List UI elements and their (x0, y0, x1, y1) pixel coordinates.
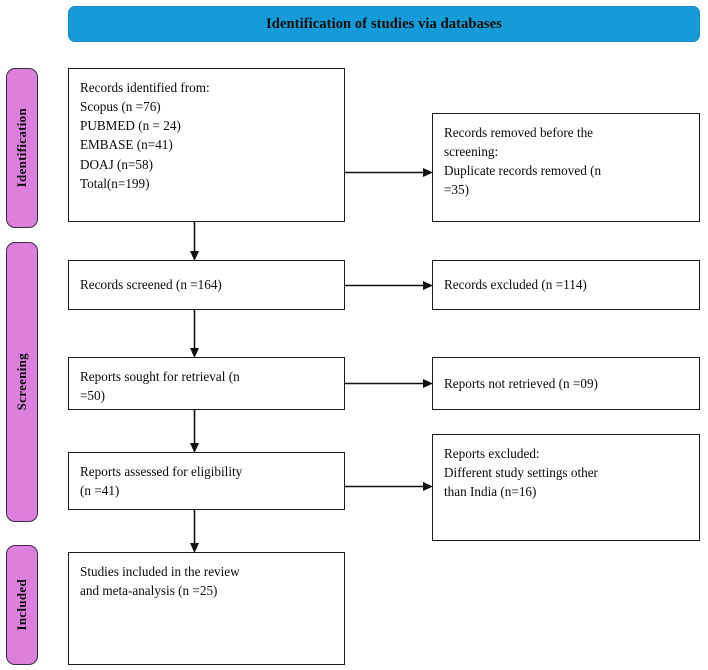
arrow-identified-to-screened-icon (190, 222, 199, 261)
stage-label-screening-text: Screening (14, 353, 29, 411)
arrow-screened-to-sought-icon (190, 310, 199, 358)
arrow-assessed-to-excluded-icon (345, 482, 433, 491)
arrow-identified-to-removed-icon (345, 168, 433, 177)
box-records-removed-text: Records removed before the screening: Du… (444, 125, 602, 198)
stage-label-identification-text: Identification (14, 108, 29, 188)
header-banner: Identification of studies via databases (68, 6, 700, 42)
box-studies-included-text: Studies included in the review and meta-… (80, 564, 240, 599)
box-reports-excluded-text: Reports excluded: Different study settin… (444, 446, 598, 500)
stage-label-screening: Screening (6, 242, 38, 522)
box-records-identified-text: Records identified from: Scopus (n =76) … (80, 80, 210, 191)
box-reports-assessed: Reports assessed for eligibility (n =41) (68, 452, 345, 510)
box-reports-excluded: Reports excluded: Different study settin… (432, 434, 700, 541)
box-reports-sought-text: Reports sought for retrieval (n =50) (80, 369, 240, 404)
box-reports-assessed-text: Reports assessed for eligibility (n =41) (80, 464, 243, 499)
box-reports-sought: Reports sought for retrieval (n =50) (68, 357, 345, 410)
box-records-identified: Records identified from: Scopus (n =76) … (68, 68, 345, 222)
box-reports-not-retrieved-text: Reports not retrieved (n =09) (444, 375, 598, 391)
stage-label-identification: Identification (6, 68, 38, 228)
stage-label-included: Included (6, 545, 38, 665)
arrow-assessed-to-included-icon (190, 510, 199, 553)
arrow-sought-to-assessed-icon (190, 410, 199, 453)
box-records-removed: Records removed before the screening: Du… (432, 113, 700, 222)
stage-label-included-text: Included (14, 579, 29, 631)
box-records-excluded: Records excluded (n =114) (432, 260, 700, 310)
box-records-screened: Records screened (n =164) (68, 260, 345, 310)
arrow-sought-to-not-retrieved-icon (345, 379, 433, 388)
header-title: Identification of studies via databases (266, 15, 502, 32)
box-records-screened-text: Records screened (n =164) (80, 277, 222, 293)
box-reports-not-retrieved: Reports not retrieved (n =09) (432, 357, 700, 410)
arrow-screened-to-excluded-icon (345, 281, 433, 290)
box-records-excluded-text: Records excluded (n =114) (444, 277, 587, 293)
box-studies-included: Studies included in the review and meta-… (68, 552, 345, 665)
